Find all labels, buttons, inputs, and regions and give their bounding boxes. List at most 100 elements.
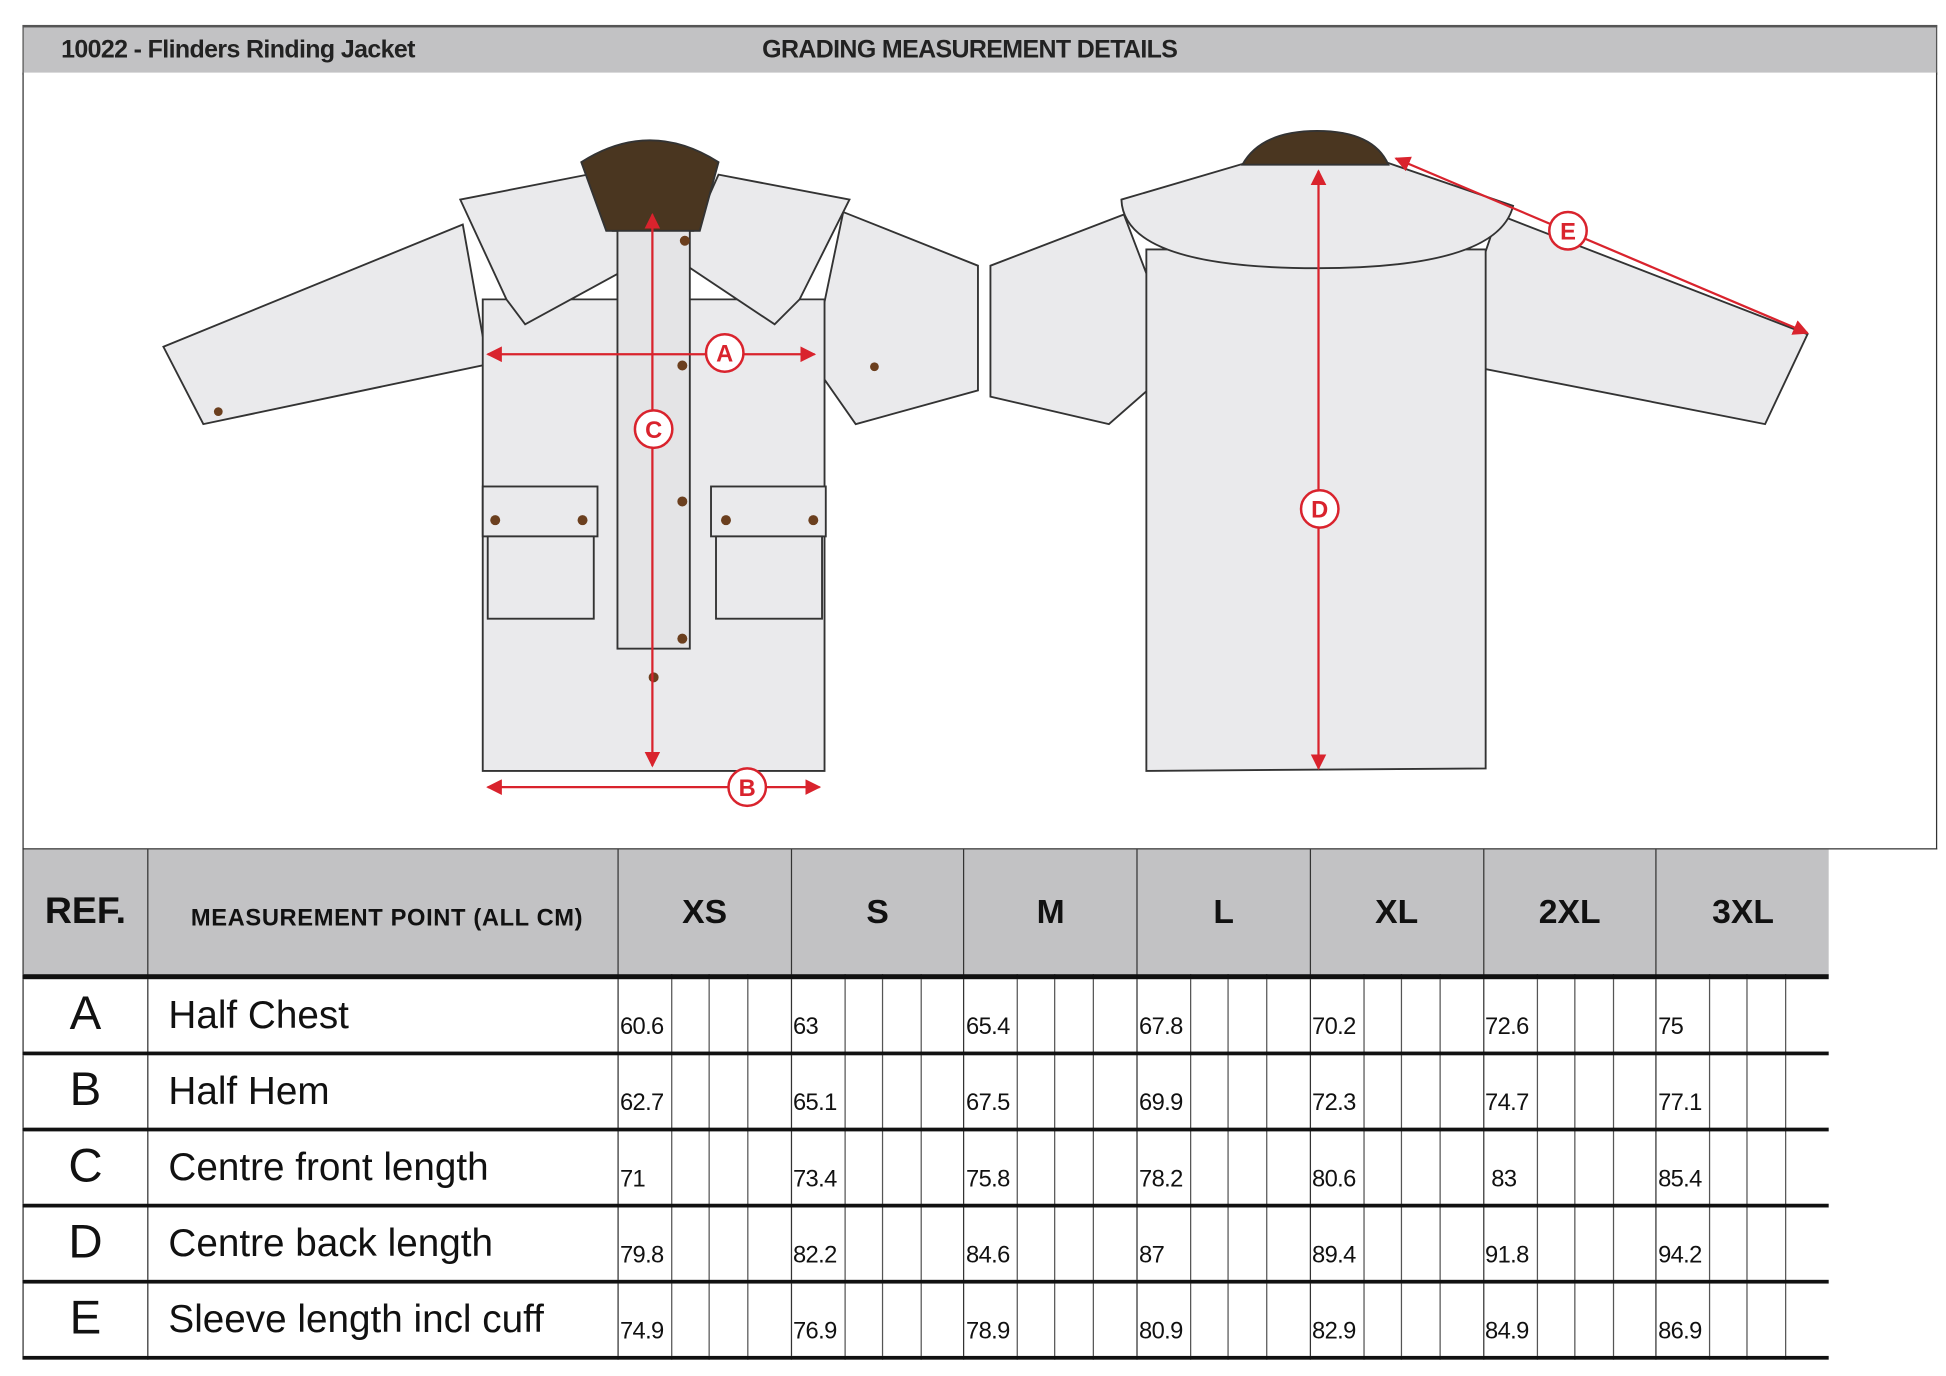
empty-cell <box>1363 1052 1402 1129</box>
right-pocket <box>715 535 823 620</box>
svg-text:E: E <box>1560 220 1576 246</box>
empty-cell <box>881 1052 921 1129</box>
ref-header: REF. <box>22 849 148 977</box>
measurement-value: 78.9 <box>963 1281 1018 1358</box>
measurement-value: 65.4 <box>963 976 1018 1053</box>
svg-text:A: A <box>716 342 733 368</box>
measurement-value: 89.4 <box>1309 1204 1364 1282</box>
left-pocket <box>486 535 595 620</box>
empty-cell <box>1017 1281 1056 1358</box>
empty-cell <box>1227 1128 1267 1205</box>
empty-cell <box>671 1128 710 1205</box>
empty-cell <box>1573 1204 1613 1282</box>
svg-text:C: C <box>645 418 662 444</box>
empty-cell <box>1612 1052 1657 1129</box>
front-left-sleeve <box>162 223 489 426</box>
empty-cell <box>1785 1281 1830 1358</box>
measurement-value: 84.9 <box>1482 1281 1537 1358</box>
empty-cell <box>1709 1281 1748 1358</box>
measurement-value: 76.9 <box>790 1281 845 1358</box>
empty-cell <box>1400 1128 1440 1205</box>
empty-cell <box>1093 976 1138 1053</box>
empty-cell <box>1017 1128 1056 1205</box>
empty-cell <box>1573 1128 1613 1205</box>
measurement-point-header: MEASUREMENT POINT (ALL CM) <box>147 849 619 977</box>
marker-a: A <box>704 333 745 373</box>
empty-cell <box>1746 1128 1786 1205</box>
empty-cell <box>1190 1281 1229 1358</box>
right-pocket-flap <box>710 485 827 538</box>
size-header-2xl: 2XL <box>1482 849 1657 977</box>
empty-cell <box>1400 1052 1440 1129</box>
empty-cell <box>1093 1281 1138 1358</box>
row-ref: E <box>22 1281 148 1358</box>
measurement-value: 75.8 <box>963 1128 1018 1205</box>
empty-cell <box>881 1204 921 1282</box>
empty-cell <box>1363 1204 1402 1282</box>
empty-cell <box>1054 976 1094 1053</box>
measurement-value: 70.2 <box>1309 976 1364 1053</box>
left-pocket-flap <box>481 485 599 538</box>
empty-cell <box>1363 1281 1402 1358</box>
empty-cell <box>1017 976 1056 1053</box>
empty-cell <box>747 976 792 1053</box>
measurement-value: 74.9 <box>617 1281 672 1358</box>
jacket-diagram: A B C D E <box>162 130 1809 808</box>
empty-cell <box>1439 976 1484 1053</box>
measurement-value: 82.2 <box>790 1204 845 1282</box>
back-right-sleeve <box>1447 213 1809 426</box>
empty-cell <box>1709 1052 1748 1129</box>
empty-cell <box>1612 1281 1657 1358</box>
empty-cell <box>1785 1128 1830 1205</box>
measurement-value: 63 <box>790 976 845 1053</box>
empty-cell <box>1190 976 1229 1053</box>
empty-cell <box>1227 976 1267 1053</box>
row-ref: A <box>22 976 148 1053</box>
measurement-markers: A B C D E <box>633 210 1588 808</box>
empty-cell <box>1400 1281 1440 1358</box>
measurement-value: 84.6 <box>963 1204 1018 1282</box>
empty-cell <box>844 1281 883 1358</box>
measurement-point: Centre back length <box>147 1204 619 1282</box>
empty-cell <box>881 976 921 1053</box>
measurement-value: 85.4 <box>1655 1128 1710 1205</box>
measurement-value: 69.9 <box>1136 1052 1191 1129</box>
measurement-point: Centre front length <box>147 1128 619 1205</box>
measurement-value: 60.6 <box>617 976 672 1053</box>
back-view-jacket <box>989 130 1809 772</box>
empty-cell <box>920 1204 965 1282</box>
measurement-value: 80.9 <box>1136 1281 1191 1358</box>
empty-cell <box>747 1052 792 1129</box>
empty-cell <box>671 1052 710 1129</box>
empty-cell <box>1709 1204 1748 1282</box>
empty-cell <box>920 1052 965 1129</box>
empty-cell <box>708 1128 748 1205</box>
marker-c: C <box>633 409 674 450</box>
size-header-xs: XS <box>617 849 792 977</box>
measurement-lines <box>486 156 1809 795</box>
measure-line-e <box>1394 156 1809 335</box>
empty-cell <box>1746 1204 1786 1282</box>
empty-cell <box>920 976 965 1053</box>
empty-cell <box>1439 1281 1484 1358</box>
empty-cell <box>1536 1204 1575 1282</box>
measurement-value: 82.9 <box>1309 1281 1364 1358</box>
marker-d: D <box>1299 488 1340 529</box>
empty-cell <box>920 1281 965 1358</box>
empty-cell <box>1573 1052 1613 1129</box>
empty-cell <box>1190 1204 1229 1282</box>
empty-cell <box>1266 1052 1311 1129</box>
empty-cell <box>1612 1128 1657 1205</box>
size-header-l: L <box>1136 849 1311 977</box>
back-cape <box>1120 161 1515 270</box>
empty-cell <box>844 1052 883 1129</box>
measurement-value: 75 <box>1655 976 1710 1053</box>
empty-cell <box>1785 976 1830 1053</box>
measurement-value: 74.7 <box>1482 1052 1537 1129</box>
empty-cell <box>1612 1204 1657 1282</box>
measurement-value: 62.7 <box>617 1052 672 1129</box>
empty-cell <box>1266 976 1311 1053</box>
measurement-point: Half Chest <box>147 976 619 1053</box>
empty-cell <box>1266 1128 1311 1205</box>
